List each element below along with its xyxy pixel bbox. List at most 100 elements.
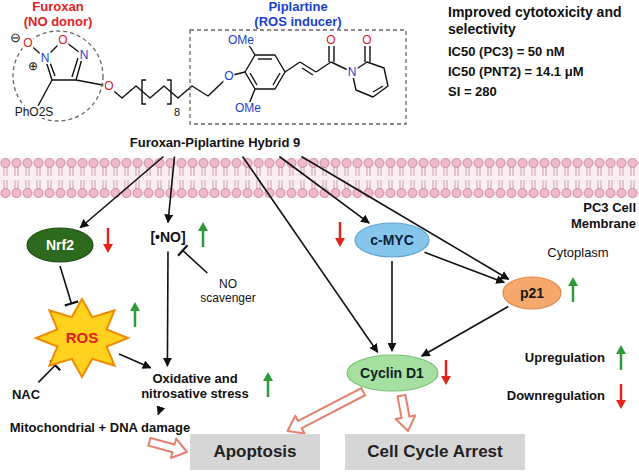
arrow-connector [422, 307, 509, 356]
molecule-bonds-part [285, 62, 300, 72]
arrow-head [616, 345, 626, 354]
node-text: Apoptosis [213, 442, 296, 462]
regulation-arrows-part [335, 222, 345, 247]
ellipse-shape [355, 223, 429, 257]
data-value: SI = 280 [448, 84, 497, 99]
connector-line [243, 157, 378, 353]
atom-label: N [347, 66, 358, 78]
inhibition-connector [60, 266, 78, 305]
protein-ellipse: c-MYC [354, 222, 430, 258]
block-arrow [396, 395, 416, 431]
legend-arrow [613, 381, 629, 411]
molecule-bonds-part [72, 58, 78, 77]
atom-label: ⊕ [27, 60, 39, 72]
process-label: Mitochondrial + DNA damage [3, 418, 197, 439]
molecule-bonds-part [373, 86, 383, 92]
arrow-head [616, 400, 626, 409]
cell-membrane-part [0, 158, 639, 198]
node-text: (ROS inducer) [254, 15, 341, 30]
atom-label: O [325, 34, 336, 46]
connector-line [80, 157, 163, 228]
connector-line [168, 157, 175, 223]
inhibition-bar [178, 245, 187, 255]
process-label: Oxidative and nitrosative stress [126, 369, 264, 405]
connector-line [391, 261, 393, 351]
inhibition-bar [65, 301, 78, 305]
block-arrow [149, 439, 188, 458]
legend-arrow [613, 343, 629, 373]
molecule-bonds-part [302, 68, 313, 75]
atom-label: OMe [234, 102, 262, 114]
connector-line [60, 266, 71, 303]
node-text: NO scavenger [192, 278, 264, 306]
connector-line [119, 354, 151, 368]
regulation-arrows-part [103, 228, 113, 253]
molecule-bonds-part [250, 73, 257, 85]
regulation-arrows-part [263, 372, 273, 397]
cell-membrane [0, 158, 639, 198]
connector-line [279, 157, 369, 224]
block-arrow [288, 391, 365, 433]
node-text: c-MYC [370, 232, 414, 248]
atom-label: N [40, 52, 51, 64]
molecule-bonds-part [273, 73, 280, 85]
star-shape [36, 299, 128, 377]
arrow-connector [167, 252, 169, 367]
connector-line [167, 252, 169, 367]
species-label: [•NO] [144, 226, 193, 249]
arrow-connector [279, 157, 369, 224]
node-text: (NO donor) [24, 15, 93, 30]
legend-text: Downregulation [507, 388, 605, 403]
arrow-connector [80, 157, 163, 228]
atom-label: O [223, 70, 234, 82]
molecule-bonds [27, 40, 388, 106]
ellipse-shape [27, 228, 93, 262]
molecule-bonds-part [167, 80, 171, 104]
protein-ellipse: p21 [502, 276, 562, 310]
connector-line [183, 251, 207, 273]
connector-line [38, 365, 55, 382]
arrow-connector [243, 157, 378, 353]
arrow-shaft [620, 353, 623, 370]
atom-label: ⊖ [9, 31, 22, 44]
atom-label: OMe [227, 34, 255, 46]
molecule-bonds-part [45, 40, 83, 80]
compound-label: Furoxan-Piplartine Hybrid 9 [123, 133, 307, 154]
arrow-connector [158, 408, 160, 415]
arrow-connector [168, 157, 175, 223]
regulation-arrows-part [568, 277, 578, 302]
block-arrow-outline [401, 395, 405, 419]
block-arrow-outline [299, 391, 364, 425]
node-text: NAC [12, 388, 40, 403]
protein-ellipse: Nrf2 [26, 227, 94, 263]
atom-label: PhO2S [14, 106, 55, 118]
region-label: Cytoplasm [547, 245, 608, 260]
connector-line [424, 252, 504, 282]
protein-ellipse: Cyclin D1 [346, 354, 439, 392]
node-text: [•NO] [150, 229, 185, 245]
block-arrow-fill [150, 442, 175, 449]
node-text: Cell Cycle Arrest [367, 442, 502, 462]
molecule-bonds-part [245, 55, 285, 89]
data-value: IC50 (PC3) = 50 nM [448, 44, 565, 59]
atom-label: O [22, 37, 33, 49]
ellipse-shape [503, 277, 561, 309]
node-text: Nrf2 [46, 237, 74, 253]
summary-note: Improved cytotoxicity and selectivity [448, 4, 634, 38]
node-text: ROS [66, 329, 99, 346]
connector-line [422, 307, 509, 356]
molecule-bonds-part [258, 58, 272, 59]
node-text: p21 [520, 285, 544, 301]
legend-text: Upregulation [525, 350, 605, 365]
cell-membrane-part [0, 158, 639, 198]
regulation-arrows-part [198, 222, 208, 247]
regulation-arrows-part [130, 302, 140, 327]
node-text: Furoxan [32, 0, 83, 15]
arrow-connector [119, 354, 151, 368]
atom-label: N [79, 49, 90, 61]
molecule-bonds-part [142, 80, 146, 104]
node-text: Oxidative and nitrosative stress [133, 372, 258, 402]
atom-label: O [103, 80, 114, 92]
arrow-connector [301, 157, 508, 280]
